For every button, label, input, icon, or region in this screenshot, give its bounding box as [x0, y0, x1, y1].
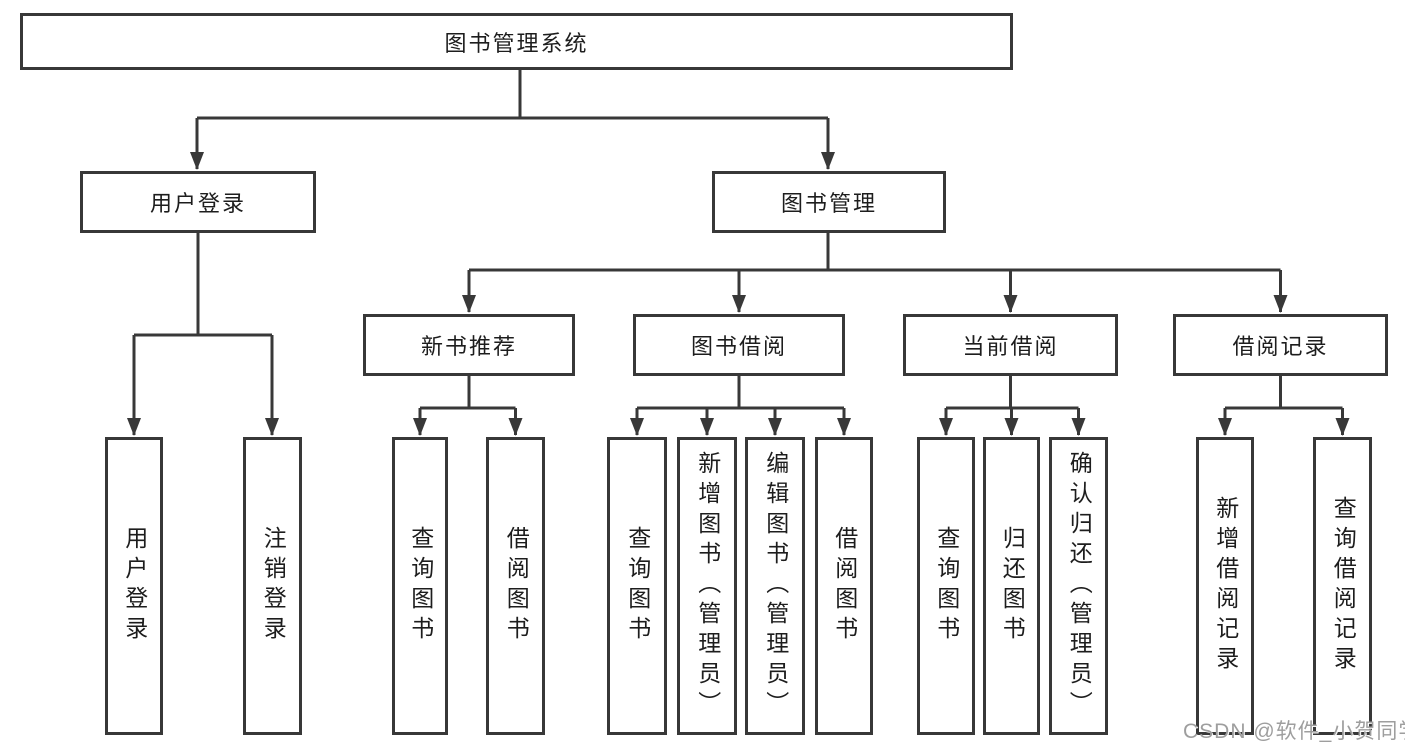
node-leaf-bb-edit-books-label: 编辑图书（管理员） — [762, 451, 789, 721]
node-user-login-label: 用户登录 — [149, 191, 246, 216]
connector-book-borrow-trunk — [637, 376, 844, 410]
node-new-book-rec-label: 新书推荐 — [420, 334, 517, 359]
node-current-borrow: 当前借阅 — [903, 314, 1118, 376]
node-borrow-records: 借阅记录 — [1173, 314, 1388, 376]
node-leaf-cb-query-books: 查询图书 — [917, 437, 975, 735]
node-leaf-cb-return-books-label: 归还图书 — [999, 526, 1026, 646]
node-book-mgmt-label: 图书管理 — [780, 191, 877, 216]
connector-book-mgmt-trunk — [469, 233, 1281, 272]
node-leaf-br-add-record-label: 新增借阅记录 — [1212, 496, 1239, 676]
node-leaf-bb-add-books-label: 新增图书（管理员） — [694, 451, 721, 721]
connector-current-borrow-trunk — [946, 376, 1079, 410]
node-book-mgmt: 图书管理 — [712, 171, 946, 233]
node-leaf-cb-return-books: 归还图书 — [983, 437, 1040, 735]
node-leaf-logout-label: 注销登录 — [260, 526, 287, 646]
node-leaf-user-login-label: 用户登录 — [121, 526, 148, 646]
connector-new-book-rec-trunk — [420, 376, 516, 410]
node-leaf-cb-confirm-return-label: 确认归还（管理员） — [1066, 451, 1093, 721]
node-new-book-rec: 新书推荐 — [363, 314, 575, 376]
node-leaf-bb-query-books-label: 查询图书 — [624, 526, 651, 646]
node-leaf-cb-confirm-return: 确认归还（管理员） — [1049, 437, 1108, 735]
node-root: 图书管理系统 — [20, 13, 1013, 70]
node-leaf-bb-add-books: 新增图书（管理员） — [677, 437, 737, 735]
node-current-borrow-label: 当前借阅 — [962, 334, 1059, 359]
node-leaf-logout: 注销登录 — [243, 437, 302, 735]
node-leaf-nbr-borrow-books: 借阅图书 — [486, 437, 545, 735]
node-leaf-bb-borrow-books-label: 借阅图书 — [831, 526, 858, 646]
node-leaf-bb-query-books: 查询图书 — [607, 437, 667, 735]
node-book-borrow-label: 图书借阅 — [690, 334, 787, 359]
connector-user-login-trunk — [134, 233, 272, 337]
node-leaf-bb-edit-books: 编辑图书（管理员） — [745, 437, 805, 735]
node-leaf-br-query-record: 查询借阅记录 — [1313, 437, 1372, 735]
node-leaf-nbr-borrow-books-label: 借阅图书 — [503, 526, 530, 646]
node-leaf-user-login: 用户登录 — [105, 437, 163, 735]
node-leaf-br-add-record: 新增借阅记录 — [1196, 437, 1254, 735]
node-leaf-cb-query-books-label: 查询图书 — [933, 526, 960, 646]
connector-root-trunk — [197, 69, 828, 120]
node-leaf-bb-borrow-books: 借阅图书 — [815, 437, 873, 735]
node-root-label: 图书管理系统 — [444, 30, 589, 56]
node-borrow-records-label: 借阅记录 — [1232, 334, 1329, 359]
node-leaf-nbr-query-books-label: 查询图书 — [407, 526, 434, 646]
csdn-watermark: CSDN @软件_小贺同学 — [1183, 720, 1405, 743]
node-user-login: 用户登录 — [80, 171, 316, 233]
node-leaf-br-query-record-label: 查询借阅记录 — [1330, 496, 1357, 676]
node-leaf-nbr-query-books: 查询图书 — [392, 437, 448, 735]
connector-borrow-records-trunk — [1225, 376, 1343, 410]
node-book-borrow: 图书借阅 — [633, 314, 845, 376]
